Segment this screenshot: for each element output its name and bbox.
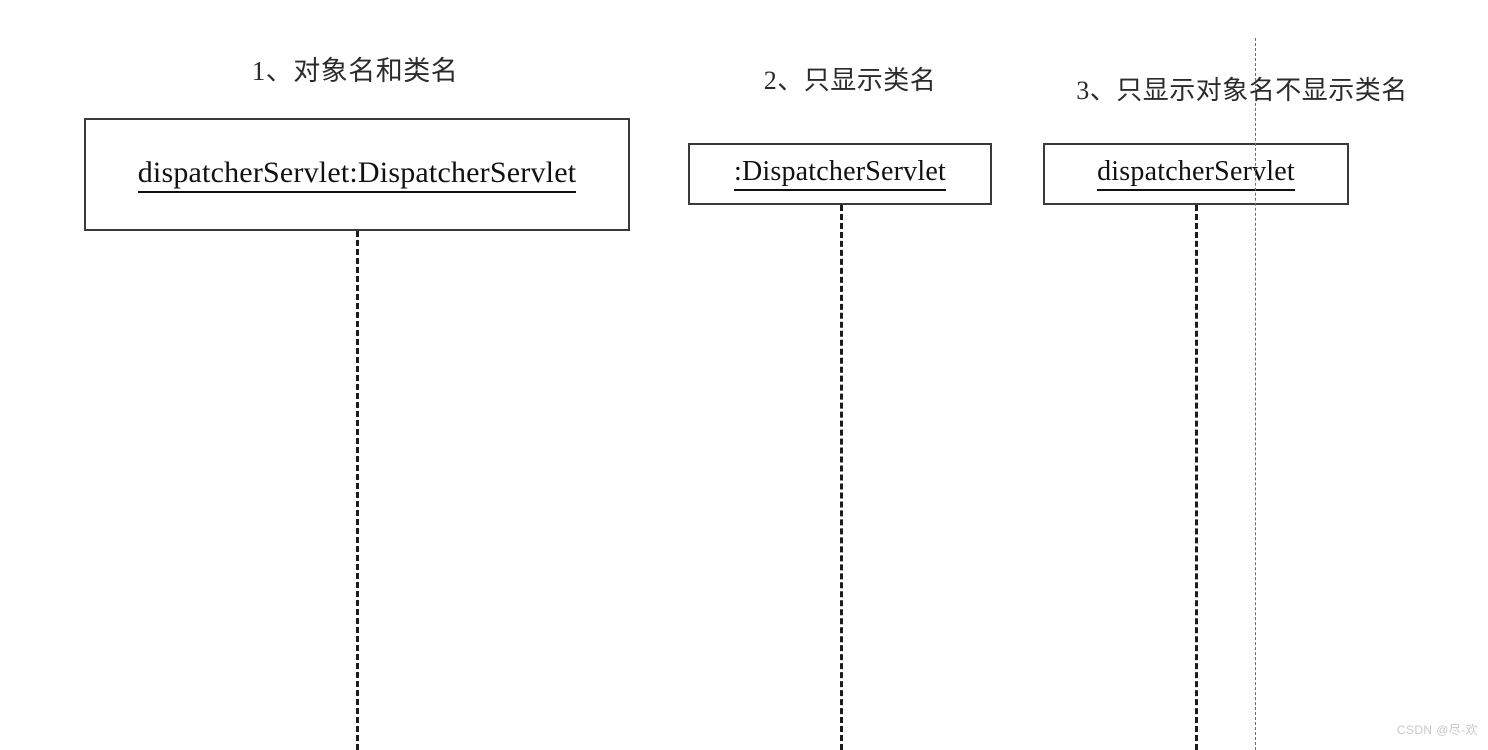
- section-caption-3: 3、只显示对象名不显示类名: [1076, 76, 1408, 105]
- participant-label-1: dispatcherServlet:DispatcherServlet: [137, 156, 577, 193]
- watermark-label: CSDN @尽-欢: [1396, 723, 1478, 737]
- lifeline-2: [840, 205, 843, 750]
- lifeline-3: [1195, 205, 1198, 750]
- participant-label-3: dispatcherServlet: [1097, 156, 1295, 192]
- section-caption-2: 2、只显示类名: [763, 66, 937, 95]
- section-caption-1: 1、对象名和类名: [251, 56, 459, 86]
- participant-label-2: :DispatcherServlet: [734, 156, 946, 192]
- participant-box-1[interactable]: dispatcherServlet:DispatcherServlet: [84, 118, 630, 231]
- lifeline-1: [356, 231, 359, 750]
- participant-box-2[interactable]: :DispatcherServlet: [688, 143, 992, 205]
- vertical-guide-line: [1255, 38, 1256, 750]
- participant-box-3[interactable]: dispatcherServlet: [1043, 143, 1349, 205]
